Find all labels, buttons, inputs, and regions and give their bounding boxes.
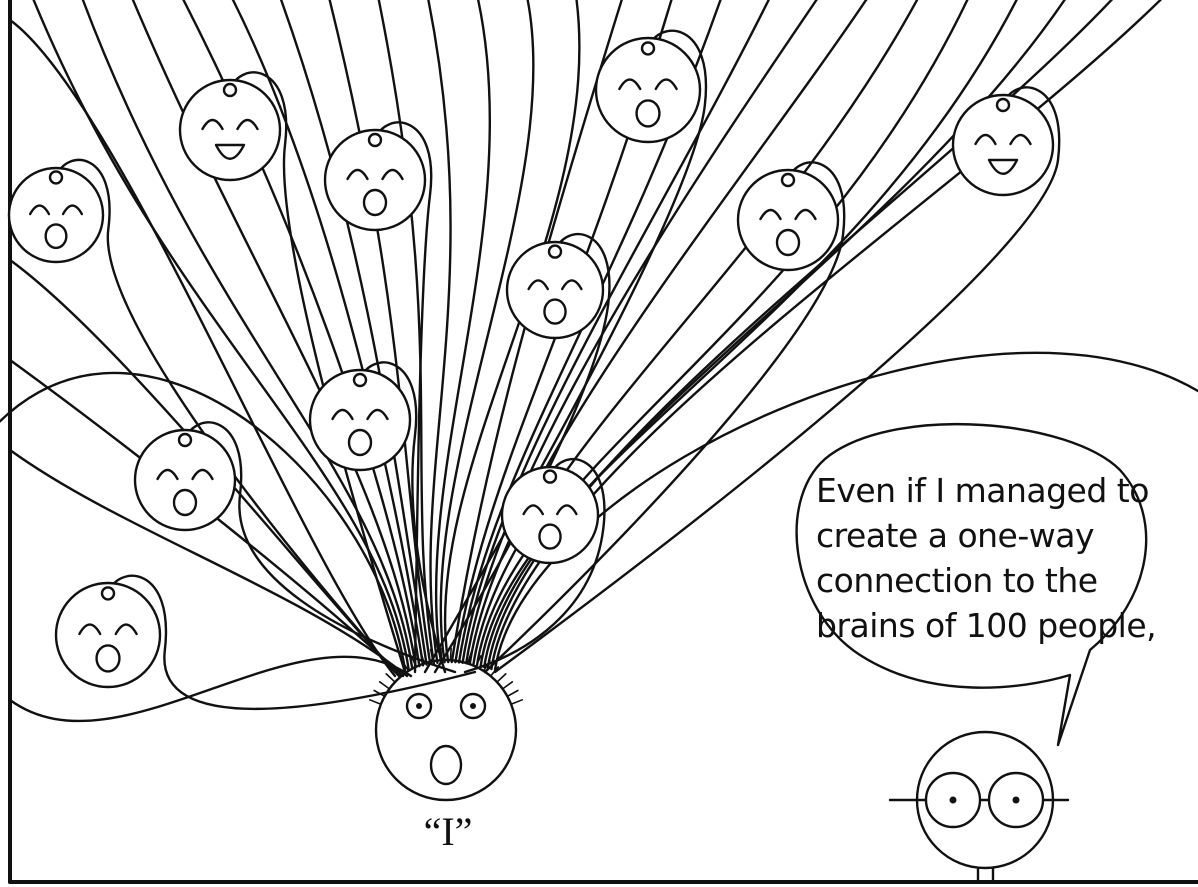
speech-line-3: connection to the <box>816 558 1176 603</box>
person-head <box>507 242 603 338</box>
speech-line-4: brains of 100 people, <box>816 603 1176 648</box>
speech-line-2: create a one-way <box>816 513 1176 558</box>
person-head <box>180 80 280 180</box>
speech-bubble-text: Even if I managed to create a one-way co… <box>816 468 1176 648</box>
person-head <box>502 467 598 563</box>
connection-wire <box>327 0 430 664</box>
person-head <box>325 130 425 230</box>
hair-tufts <box>370 648 522 704</box>
main-figure-caption: “I” <box>418 808 478 855</box>
person-head <box>596 38 700 142</box>
person-head <box>135 430 235 530</box>
person-head <box>56 583 160 687</box>
speech-line-1: Even if I managed to <box>816 468 1176 513</box>
connection-wire <box>426 0 450 663</box>
person-head <box>310 370 410 470</box>
person-head <box>953 95 1053 195</box>
person-head <box>9 168 103 262</box>
person-head <box>738 170 838 270</box>
